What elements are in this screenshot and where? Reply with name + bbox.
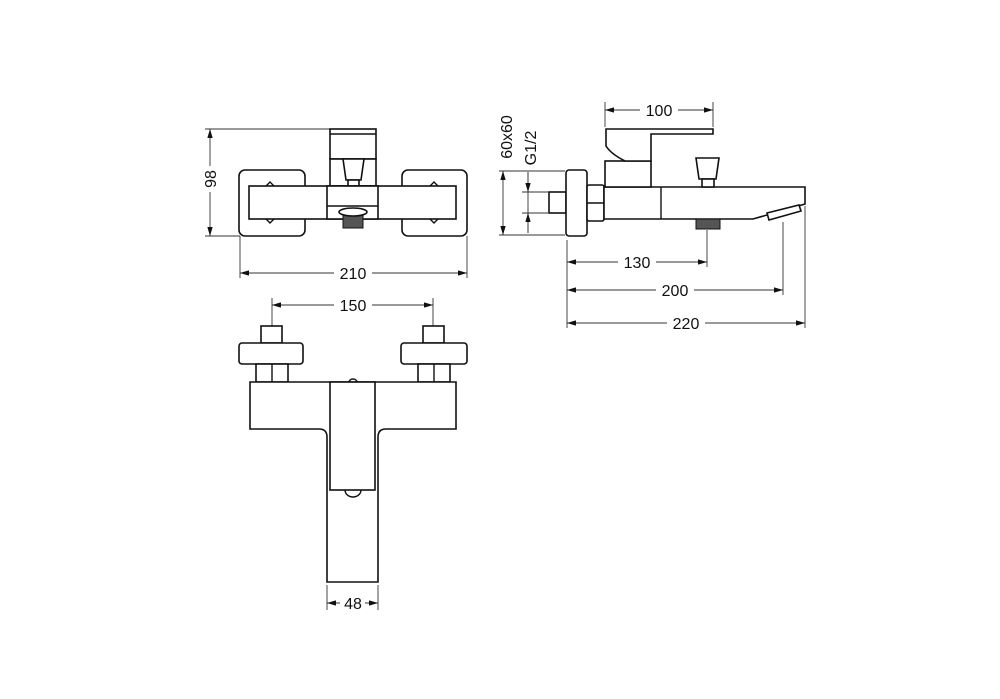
flange-size-label: 60x60 <box>499 115 516 159</box>
lever-top <box>329 381 376 491</box>
spout-dimension-label: 200 <box>662 283 689 300</box>
lever-cartridge-side <box>604 160 652 188</box>
thread-size-label: G1/2 <box>523 131 540 166</box>
left-inlet-connector <box>238 325 304 383</box>
diverter-knob <box>695 157 720 180</box>
aerator <box>766 204 803 221</box>
body-width-dimension-label: 48 <box>344 596 362 613</box>
outlet-dimension-label: 130 <box>624 255 651 272</box>
right-inlet-connector <box>400 325 468 383</box>
inlet-spacing-dimension-label: 150 <box>340 298 367 315</box>
lever-handle <box>605 128 714 162</box>
front-view: 98 210 <box>200 128 468 283</box>
side-view: 100 60x60 G1/2 130 200 <box>499 100 806 333</box>
wall-flange <box>565 169 588 237</box>
wall-pipe <box>548 191 567 214</box>
height-dimension-label: 98 <box>203 170 220 188</box>
lever-dimension-label: 100 <box>646 103 673 120</box>
top-view: 150 48 <box>238 295 468 613</box>
width-dimension-label: 210 <box>340 266 367 283</box>
overall-dimension-label: 220 <box>673 316 700 333</box>
shower-outlet-thread <box>695 218 721 230</box>
